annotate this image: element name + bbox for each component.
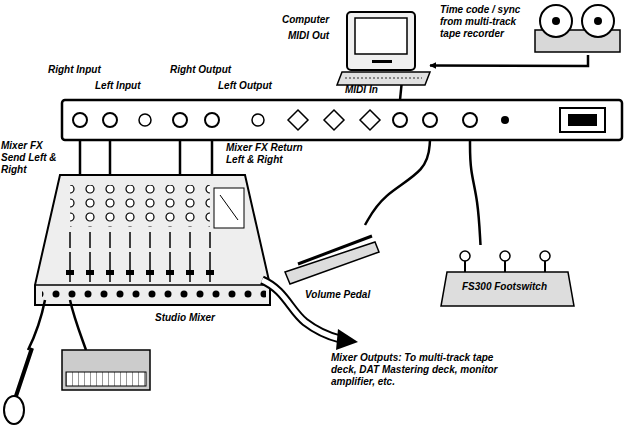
mixer-knobs: [70, 185, 210, 227]
footswitch-illustration: [441, 251, 574, 306]
device-label: Right Output: [170, 64, 240, 76]
studio-mixer: Studio Mixer: [20, 175, 270, 340]
jack: [252, 114, 264, 126]
computer: ComputerMIDI Out: [335, 10, 430, 85]
monitor-screen: [355, 18, 407, 54]
device-label: MIDI Out: [288, 30, 336, 42]
input-jack: [103, 113, 117, 127]
guitar-body: [4, 396, 24, 424]
output-jack: [205, 113, 219, 127]
tape-recorder: Time code / sync from multi-track tape r…: [440, 2, 625, 55]
instrument-cable: [70, 300, 86, 350]
sync-cable: [430, 55, 588, 66]
reel-hub: [594, 17, 602, 25]
power-socket: [560, 108, 605, 132]
switch-button: [460, 251, 470, 261]
master-section: [214, 188, 244, 228]
device-label: Volume Pedal: [305, 289, 377, 301]
output-jack: [173, 113, 187, 127]
device-label: Time code / sync from multi-track tape r…: [440, 4, 530, 40]
jack: [139, 114, 151, 126]
din-connector: [324, 110, 344, 130]
footswitch-body: [441, 272, 574, 306]
footswitch: FS300 Footswitch: [440, 245, 575, 310]
meter-needle: [220, 195, 238, 220]
output-arrowhead: [336, 329, 358, 350]
switch-button: [500, 251, 510, 261]
note-label: Mixer Outputs: To multi-track tape deck,…: [330, 352, 510, 388]
mixer-illustration: [35, 175, 270, 305]
midi-in-jack: [393, 113, 407, 127]
tape-reel: [582, 5, 614, 37]
device-label: MIDI In: [345, 84, 393, 96]
tape-recorder: [535, 5, 620, 52]
tape-reel: [540, 5, 572, 37]
reel-hub: [552, 17, 560, 25]
connection-label: Mixer FX Return Left & Right: [225, 142, 313, 166]
keyboard: [337, 72, 430, 85]
monitor-body: [347, 12, 415, 70]
device-label: Left Input: [95, 80, 155, 92]
volume-pedal-illustration: [285, 236, 379, 284]
keyboard-instrument: [62, 350, 150, 390]
din-connector: [288, 110, 308, 130]
computer-illustration: [337, 12, 430, 85]
keyboard-keys: [66, 372, 146, 386]
output-arrow-outline: [262, 280, 340, 339]
guitar-neck: [14, 348, 32, 402]
footswitch-cable: [470, 140, 481, 245]
device-label: FS300 Footswitch: [462, 281, 562, 293]
device-label: Studio Mixer: [155, 312, 235, 324]
volume-pedal: Volume Pedal: [280, 225, 380, 300]
rack-unit: [62, 100, 622, 140]
input-jack: [73, 113, 87, 127]
output-arrow-fill: [262, 280, 340, 339]
din-connector: [360, 110, 380, 130]
connection-label: Mixer FX Send Left & Right: [0, 140, 58, 176]
mixer-faders: [60, 232, 220, 282]
mixer-front-edge: [35, 284, 270, 286]
fx-return-cable: [211, 140, 214, 175]
rack-front-panel: [62, 100, 622, 140]
mixer-jacks: [42, 288, 266, 300]
device-label: Right Input: [48, 64, 112, 76]
pedal-treadle: [298, 236, 372, 264]
switch: [501, 116, 509, 124]
power-socket-inner: [568, 114, 597, 126]
instrument-cable: [28, 300, 45, 350]
switch-button: [540, 251, 550, 261]
midi-cable: [400, 85, 402, 100]
device-label: Computer: [282, 14, 338, 26]
mixer-outline: [35, 175, 270, 305]
pedal-jack: [423, 113, 437, 127]
footswitch-jack: [463, 113, 477, 127]
keyboard-keys: [345, 78, 422, 79]
instruments: [4, 300, 150, 424]
disk-slot: [372, 60, 392, 63]
device-label: Left Output: [218, 80, 284, 92]
fx-send-cable: [109, 140, 112, 175]
pedal-cable: [365, 140, 430, 225]
rack-unit: Right InputLeft InputRight OutputLeft Ou…: [62, 100, 622, 140]
